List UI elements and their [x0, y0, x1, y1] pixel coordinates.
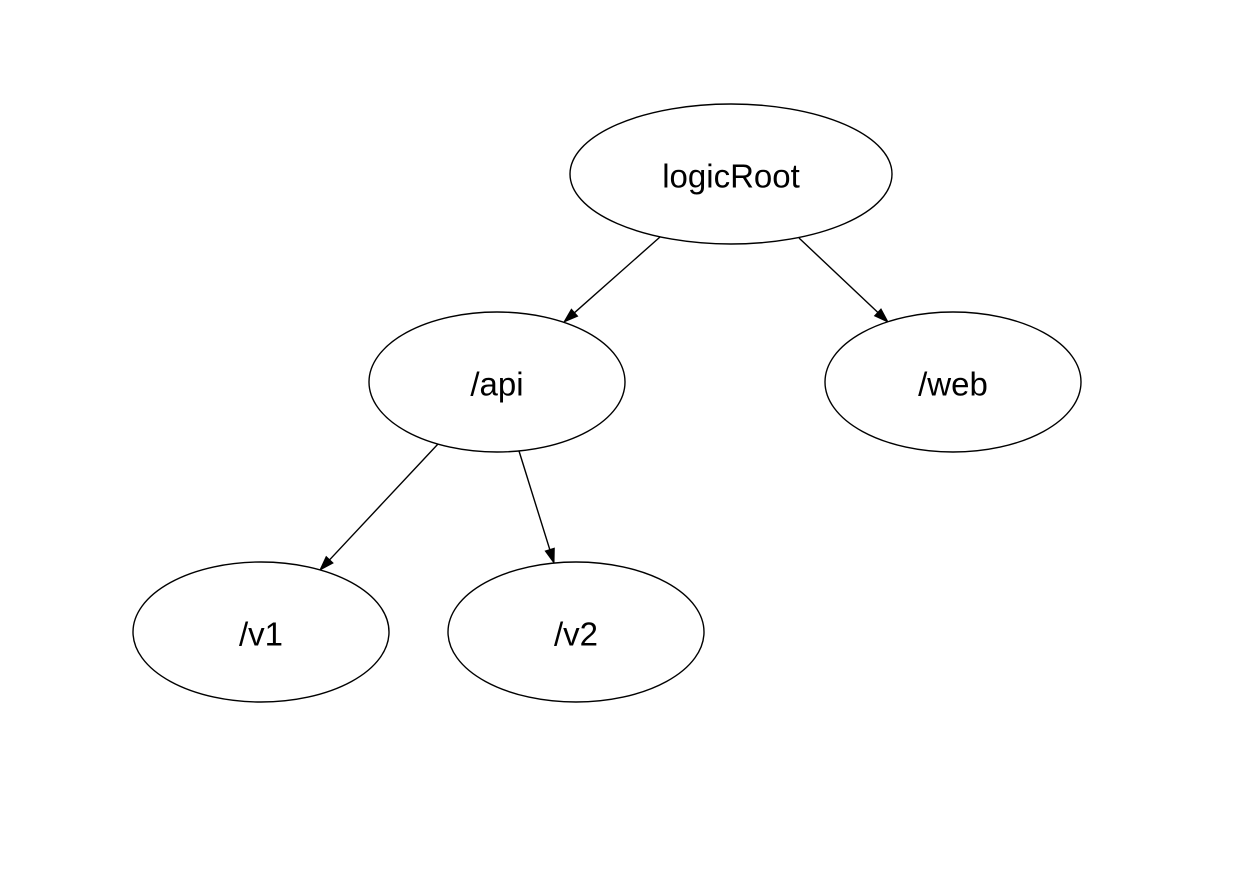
- edge-logicroot-web-line: [798, 237, 879, 313]
- node-v2-label: /v2: [554, 616, 598, 653]
- edge-logicroot-api-line: [574, 236, 661, 314]
- edge-api-v1: [318, 443, 439, 572]
- edge-logicroot-api-arrowhead-icon: [562, 308, 579, 324]
- node-api: /api: [368, 311, 626, 453]
- node-web-label: /web: [918, 366, 988, 403]
- edge-logicroot-web-arrowhead-icon: [873, 308, 890, 324]
- node-v1-ellipse: [132, 561, 390, 703]
- node-web: /web: [824, 311, 1082, 453]
- edge-api-v2: [518, 450, 555, 565]
- node-logicroot-ellipse: [569, 103, 893, 245]
- edge-api-v2-line: [518, 450, 551, 550]
- node-api-label: /api: [470, 366, 523, 403]
- node-v1-label: /v1: [239, 616, 283, 653]
- node-logicroot-label: logicRoot: [662, 158, 800, 195]
- node-v1: /v1: [132, 561, 390, 703]
- node-v2-ellipse: [447, 561, 705, 703]
- node-logicroot: logicRoot: [569, 103, 893, 245]
- node-api-ellipse: [368, 311, 626, 453]
- edge-api-v1-line: [329, 443, 439, 561]
- edge-logicroot-api: [562, 236, 661, 324]
- edge-api-v1-arrowhead-icon: [318, 555, 334, 572]
- node-v2: /v2: [447, 561, 705, 703]
- edge-api-v2-arrowhead-icon: [544, 547, 555, 565]
- edge-logicroot-web: [798, 237, 890, 324]
- node-web-ellipse: [824, 311, 1082, 453]
